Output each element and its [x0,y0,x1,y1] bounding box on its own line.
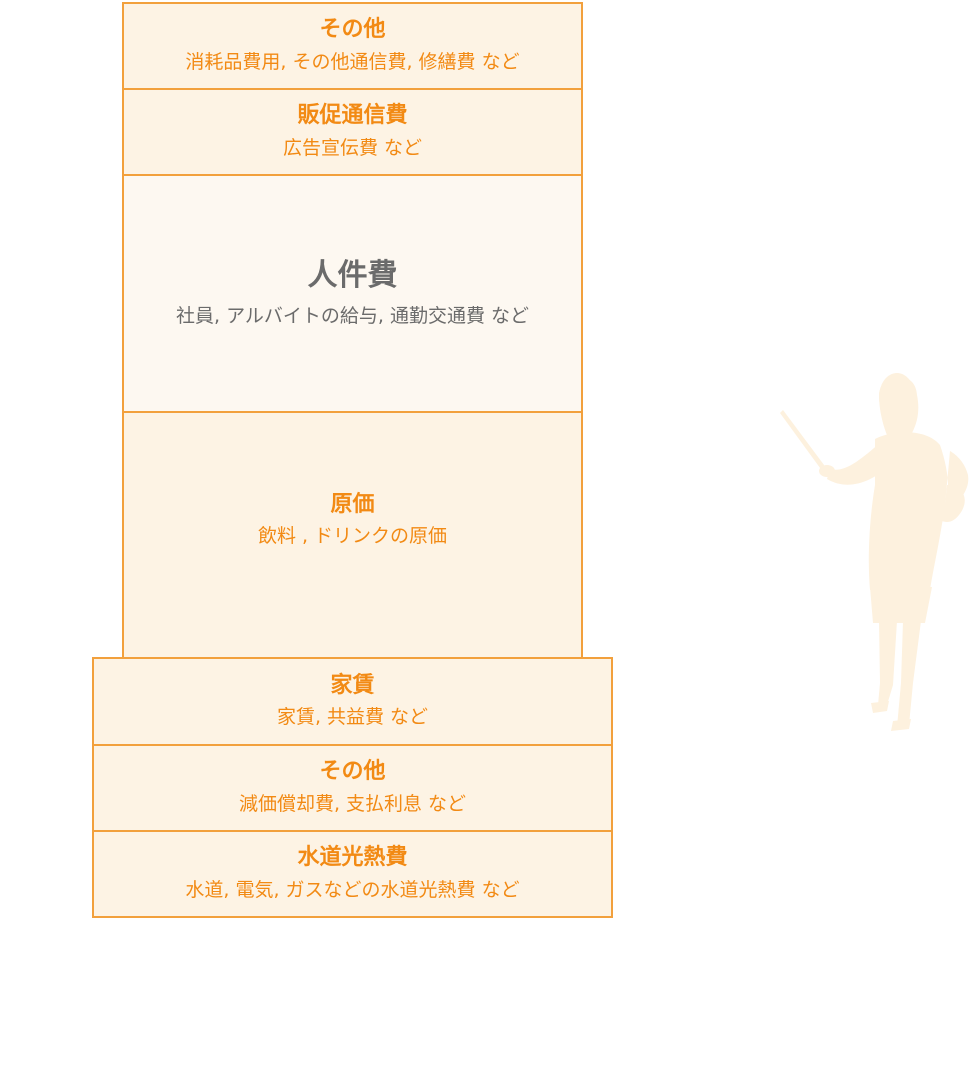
presenter-silhouette-icon [780,373,969,731]
block-detail: 消耗品費用, その他通信費, 修繕費 など [185,50,520,73]
block-utilities: 水道光熱費 水道, 電気, ガスなどの水道光熱費 など [92,830,613,918]
block-title: その他 [319,17,386,43]
block-detail: 減価償却費, 支払利息 など [238,792,467,815]
block-detail: 水道, 電気, ガスなどの水道光熱費 など [185,878,520,901]
block-title: 販促通信費 [297,103,408,129]
block-detail: 家賃, 共益費 など [276,706,429,729]
block-title: 家賃 [330,672,375,698]
block-cost-of-goods: 原価 飲料 , ドリンクの原価 [122,411,583,660]
block-title: その他 [319,759,386,785]
block-title: 水道光熱費 [297,845,408,871]
block-title: 原価 [330,491,375,517]
block-rent: 家賃 家賃, 共益費 など [92,657,613,746]
block-detail: 社員, アルバイトの給与, 通勤交通費 など [175,305,529,328]
block-promotion-communication: 販促通信費 広告宣伝費 など [122,88,583,176]
block-detail: 広告宣伝費 など [282,136,423,159]
block-other-upper: その他 消耗品費用, その他通信費, 修繕費 など [122,2,583,90]
block-detail: 飲料 , ドリンクの原価 [257,525,448,548]
block-other-lower: その他 減価償却費, 支払利息 など [92,744,613,832]
block-title: 人件費 [307,258,398,294]
block-personnel: 人件費 社員, アルバイトの給与, 通勤交通費 など [122,174,583,413]
